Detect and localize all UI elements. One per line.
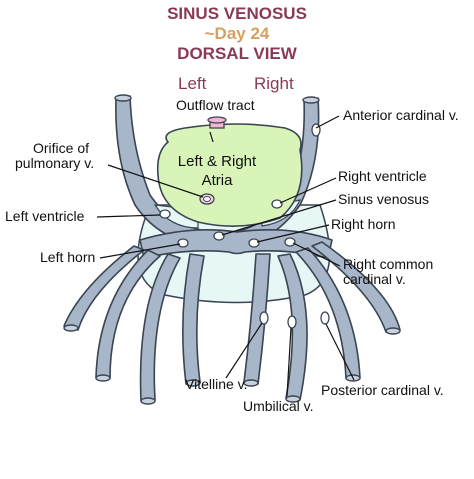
leader-line xyxy=(96,214,161,218)
label-umbilical: Umbilical v. xyxy=(243,398,314,414)
vessel-end xyxy=(385,327,401,335)
title-line-2: ~Day 24 xyxy=(204,24,270,43)
orientation-left: Left xyxy=(178,74,207,93)
label-left-ventricle: Left ventricle xyxy=(5,208,85,224)
leader-line xyxy=(286,327,292,397)
label-left-horn: Left horn xyxy=(40,249,96,265)
sinus-venosus-body xyxy=(139,228,333,259)
leader-line xyxy=(99,243,181,259)
sinus-venosus-marker xyxy=(213,231,225,241)
leader-line xyxy=(279,177,337,204)
label-right-ventricle: Right ventricle xyxy=(338,168,427,184)
posterior-cardinal-marker xyxy=(320,311,330,325)
leader-line xyxy=(256,224,330,243)
label-atria-line2: Atria xyxy=(201,172,233,189)
right-ventricle-marker xyxy=(271,199,283,209)
label-outflow-tract: Outflow tract xyxy=(176,97,255,113)
vitelline-marker xyxy=(259,311,269,325)
label-orifice-line2: pulmonary v. xyxy=(15,155,95,171)
vessel-end xyxy=(285,395,301,403)
label-vitelline: Vitelline v. xyxy=(185,376,248,392)
pulmonary-orifice-inner xyxy=(203,196,211,202)
atria-shape xyxy=(156,123,303,227)
label-anterior-cardinal: Anterior cardinal v. xyxy=(343,107,459,123)
vessel-end xyxy=(114,94,132,102)
umbilical-marker xyxy=(287,315,297,329)
label-right-common-cardinal-2: cardinal v. xyxy=(343,271,406,287)
left-common-cardinal-vein xyxy=(63,245,145,331)
label-atria-line1: Left & Right xyxy=(177,153,257,170)
right-common-cardinal-marker xyxy=(284,237,296,247)
leader-line xyxy=(325,323,355,381)
label-sinus-venosus: Sinus venosus xyxy=(338,191,430,207)
leader-line xyxy=(221,199,337,236)
label-orifice-line1: Orifice of xyxy=(33,140,90,156)
anterior-cardinal-marker xyxy=(311,123,321,137)
title-line-3: DORSAL VIEW xyxy=(177,44,297,63)
label-right-horn: Right horn xyxy=(331,216,396,232)
vessel-end xyxy=(95,374,111,382)
right-horn-marker xyxy=(248,238,260,248)
vessel-end xyxy=(63,324,79,332)
vessel-end xyxy=(185,379,201,387)
leader-line xyxy=(209,131,214,143)
leader-line xyxy=(107,164,204,198)
left-horn-marker xyxy=(177,238,189,248)
label-posterior-cardinal: Posterior cardinal v. xyxy=(321,382,444,398)
label-right-common-cardinal-1: Right common xyxy=(343,256,434,272)
left-ventricle-marker xyxy=(159,209,171,219)
title-line-1: SINUS VENOSUS xyxy=(167,4,307,23)
vessel-end xyxy=(140,397,156,405)
vessel-end xyxy=(302,96,320,104)
vessel-end xyxy=(243,379,259,387)
outflow-tract-top xyxy=(207,116,227,124)
orientation-right: Right xyxy=(254,74,294,93)
leader-line xyxy=(315,115,340,129)
leader-line xyxy=(292,242,341,267)
leader-line xyxy=(225,322,263,379)
